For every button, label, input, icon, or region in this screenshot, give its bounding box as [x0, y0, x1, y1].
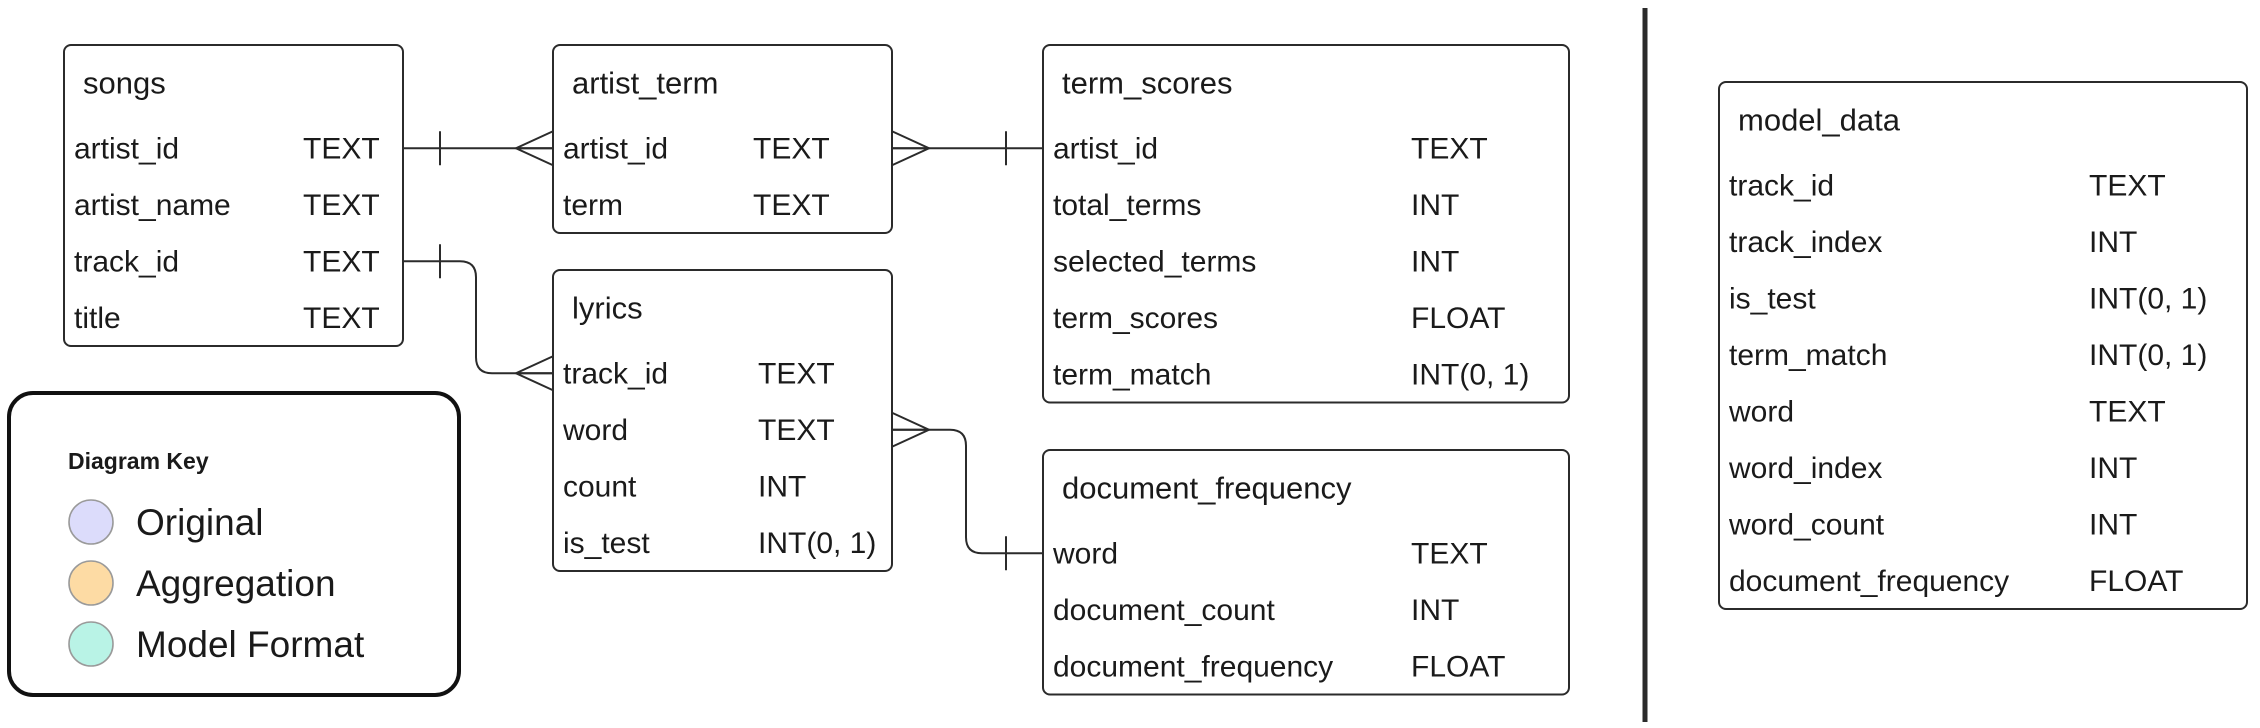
column-name: document_frequency [1053, 650, 1333, 683]
legend-label: Original [136, 502, 264, 543]
column-type: TEXT [753, 189, 830, 222]
column-name: word [562, 414, 628, 447]
table-border [1042, 44, 1570, 404]
column-name: document_frequency [1729, 565, 2009, 598]
diagram-key-title: Diagram Key [68, 448, 209, 474]
column-type: INT [1411, 245, 1459, 278]
column-type: INT [758, 470, 806, 503]
column-type: TEXT [1411, 132, 1488, 165]
many-marker [513, 355, 554, 392]
column-name: track_id [1729, 169, 1834, 202]
table-title: term_scores [1062, 66, 1233, 101]
column-type: TEXT [758, 357, 835, 390]
legend-swatch-aggregation [68, 560, 114, 606]
table-title: lyrics [572, 291, 643, 326]
diagram-key-box [7, 391, 461, 697]
column-name: track_id [74, 245, 179, 278]
relationship-connector [403, 244, 554, 392]
column-name: document_count [1053, 594, 1275, 627]
column-name: term_scores [1053, 302, 1218, 335]
column-name: word [1052, 537, 1118, 570]
column-type: INT [1411, 189, 1459, 222]
column-name: selected_terms [1053, 245, 1256, 278]
column-type: TEXT [753, 132, 830, 165]
column-type: INT [2089, 226, 2137, 259]
column-type: TEXT [2089, 395, 2166, 428]
column-type: INT [2089, 508, 2137, 541]
column-name: title [74, 302, 121, 335]
column-name: term [563, 189, 623, 222]
column-name: track_index [1729, 226, 1882, 259]
legend-swatch-model-format [68, 621, 114, 667]
legend-label: Aggregation [136, 563, 336, 604]
column-name: word_count [1728, 508, 1885, 541]
table-border [552, 269, 893, 572]
column-type: FLOAT [1411, 302, 1505, 335]
column-name: is_test [563, 527, 650, 560]
column-name: artist_id [1053, 132, 1158, 165]
table-border [1718, 81, 2248, 610]
column-name: track_id [563, 357, 668, 390]
column-type: INT(0, 1) [758, 527, 876, 560]
column-name: total_terms [1053, 189, 1201, 222]
column-name: word [1728, 395, 1794, 428]
table-title: songs [83, 66, 166, 101]
connector-line [403, 260, 553, 375]
column-type: TEXT [2089, 169, 2166, 202]
column-name: is_test [1729, 282, 1816, 315]
column-type: FLOAT [2089, 565, 2183, 598]
table-border [63, 44, 404, 347]
column-name: artist_name [74, 189, 231, 222]
legend-swatch-original [68, 499, 114, 545]
column-name: word_index [1728, 452, 1882, 485]
relationships-layer [403, 130, 1043, 571]
column-type: TEXT [303, 302, 380, 335]
relationship-connector [891, 130, 1043, 167]
column-type: INT [2089, 452, 2137, 485]
column-name: term_match [1053, 358, 1211, 391]
table-border [552, 44, 893, 234]
many-marker [891, 130, 932, 167]
legend-label: Model Format [136, 624, 365, 665]
relationship-connector [403, 130, 554, 167]
column-type: TEXT [303, 189, 380, 222]
column-type: TEXT [1411, 537, 1488, 570]
column-type: FLOAT [1411, 650, 1505, 683]
column-type: INT(0, 1) [2089, 282, 2207, 315]
column-type: TEXT [303, 245, 380, 278]
table-title: document_frequency [1062, 471, 1352, 506]
column-name: artist_id [74, 132, 179, 165]
table-border [1042, 449, 1570, 696]
many-marker [891, 411, 932, 448]
table-title: artist_term [572, 66, 718, 101]
relationship-connector [891, 411, 1043, 571]
column-name: artist_id [563, 132, 668, 165]
column-name: count [563, 470, 637, 503]
table-title: model_data [1738, 103, 1901, 138]
column-type: INT(0, 1) [2089, 339, 2207, 372]
many-marker [513, 130, 554, 167]
column-name: term_match [1729, 339, 1887, 372]
column-type: TEXT [303, 132, 380, 165]
column-type: INT [1411, 594, 1459, 627]
column-type: TEXT [758, 414, 835, 447]
column-type: INT(0, 1) [1411, 358, 1529, 391]
connector-line [892, 428, 1043, 555]
